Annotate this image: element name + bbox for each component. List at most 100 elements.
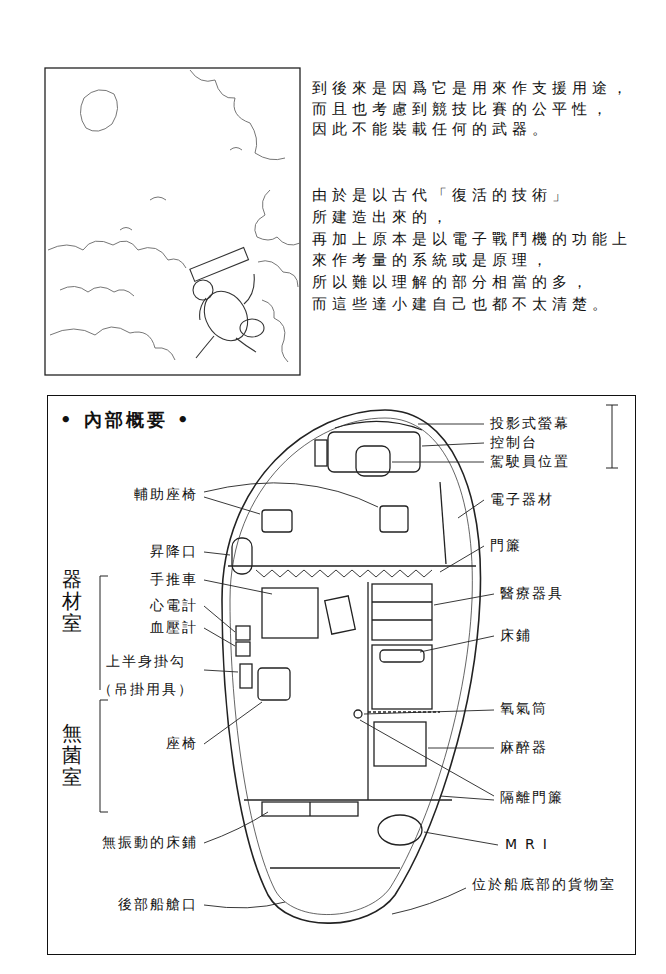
part-label: 後部船艙口 xyxy=(118,896,198,914)
leader-line xyxy=(204,580,272,594)
screen xyxy=(335,421,422,430)
oxygen-tank xyxy=(354,710,362,718)
leader-line xyxy=(204,812,268,843)
part-label: 投影式螢幕 xyxy=(490,415,570,433)
cloud-sketch xyxy=(48,241,186,268)
cloud-sketch xyxy=(262,300,288,362)
electronics-wall xyxy=(440,482,446,564)
leader-line xyxy=(440,546,484,572)
pilot-seat xyxy=(356,446,390,476)
leader-line xyxy=(364,710,494,714)
leader-line xyxy=(440,796,494,800)
leader-line xyxy=(422,443,484,446)
hanging-tray xyxy=(325,596,356,634)
hull-inner xyxy=(230,418,472,915)
cargo-line xyxy=(270,867,400,868)
part-label: 門簾 xyxy=(490,537,522,555)
part-label: 駕駛員位置 xyxy=(490,453,570,471)
bracket xyxy=(100,576,108,690)
body-text: 到後來是因爲它是用來作支援用途， 而且也考慮到競技比賽的公平性， 因此不能裝載任… xyxy=(312,78,647,140)
leader-line xyxy=(458,500,484,518)
partition-wall xyxy=(228,565,476,566)
console xyxy=(328,432,420,472)
part-label: 位於船底部的貨物室 xyxy=(472,876,616,894)
cloud-sketch xyxy=(50,327,175,360)
robot-figure xyxy=(190,248,264,358)
robot-figure xyxy=(193,280,213,300)
part-label: 氧氣筒 xyxy=(500,700,548,718)
sketch-panel xyxy=(45,68,300,375)
aux-seat xyxy=(262,510,292,532)
curtain xyxy=(256,570,432,577)
leader-line xyxy=(204,552,230,555)
hull-outline xyxy=(222,410,480,923)
robot-figure xyxy=(190,248,249,282)
leader-line xyxy=(204,424,498,914)
leader-line xyxy=(204,606,235,632)
cabinet-shelf xyxy=(372,602,432,620)
leader-line xyxy=(428,748,494,749)
aux-seat xyxy=(380,506,408,532)
section-frame: • 內部概要 • xyxy=(47,395,636,955)
part-label: 上半身掛勾 （吊掛用具） xyxy=(94,647,198,703)
cloud-sketch xyxy=(258,261,298,287)
section-label: 器材室 xyxy=(62,568,82,634)
cart xyxy=(262,588,318,638)
scale-bar xyxy=(606,405,618,468)
bed xyxy=(262,802,358,816)
room-wall xyxy=(367,582,368,800)
lower-wall xyxy=(244,799,452,800)
part-label: 血壓計 xyxy=(150,619,198,637)
scale-bar xyxy=(606,405,618,468)
cloud-sketch xyxy=(60,286,134,296)
bracket xyxy=(100,700,108,812)
bed-split xyxy=(309,802,310,816)
cabinet xyxy=(372,584,432,640)
leader-line xyxy=(392,462,484,463)
part-label: 無振動的床鋪 xyxy=(102,834,198,852)
part-label: 麻醉器 xyxy=(500,739,548,757)
part-label: 手推車 xyxy=(150,571,198,589)
leader-line xyxy=(204,483,378,507)
floor-plan xyxy=(222,410,480,923)
cloud-sketch xyxy=(80,90,117,131)
leader-line xyxy=(204,702,262,744)
leader-line xyxy=(434,594,494,605)
leader-line xyxy=(204,628,235,646)
robot-figure xyxy=(240,319,264,337)
leader-line xyxy=(204,902,285,908)
body-text: 由於是以古代「復活的技術」 所建造出來的， 再加上原本是以電子戰鬥機的功能上 來… xyxy=(312,185,647,316)
part-label: 隔離門簾 xyxy=(500,789,564,807)
pillow xyxy=(380,650,424,662)
part-label: 心電計 xyxy=(150,597,198,615)
part-label: 電子器材 xyxy=(490,491,554,509)
cloud-sketch xyxy=(255,190,300,245)
robot-figure xyxy=(196,274,256,358)
part-label: MRI xyxy=(505,836,555,854)
part-label: 控制台 xyxy=(490,434,538,452)
section-label: 無菌室 xyxy=(62,722,82,788)
leader-line xyxy=(392,888,466,914)
cloud-sketch xyxy=(190,70,285,160)
cloud-sketch xyxy=(120,148,242,231)
monitor xyxy=(236,626,250,640)
hook xyxy=(240,664,252,688)
leader-line xyxy=(418,424,484,425)
bed xyxy=(372,645,432,709)
robot-figure xyxy=(196,283,257,348)
anaesthesia-unit xyxy=(374,722,426,766)
leader-line xyxy=(420,636,494,652)
monitor xyxy=(236,642,250,656)
sketch-panel xyxy=(45,68,300,375)
part-label: 醫療器具 xyxy=(500,585,564,603)
leader-line xyxy=(204,497,260,514)
part-label: 輔助座椅 xyxy=(134,486,198,504)
part-label: 床鋪 xyxy=(500,627,532,645)
hatch xyxy=(232,538,252,574)
mri-unit xyxy=(378,815,422,845)
seat xyxy=(258,668,290,700)
leader-line xyxy=(424,832,498,845)
console-side xyxy=(315,440,327,466)
